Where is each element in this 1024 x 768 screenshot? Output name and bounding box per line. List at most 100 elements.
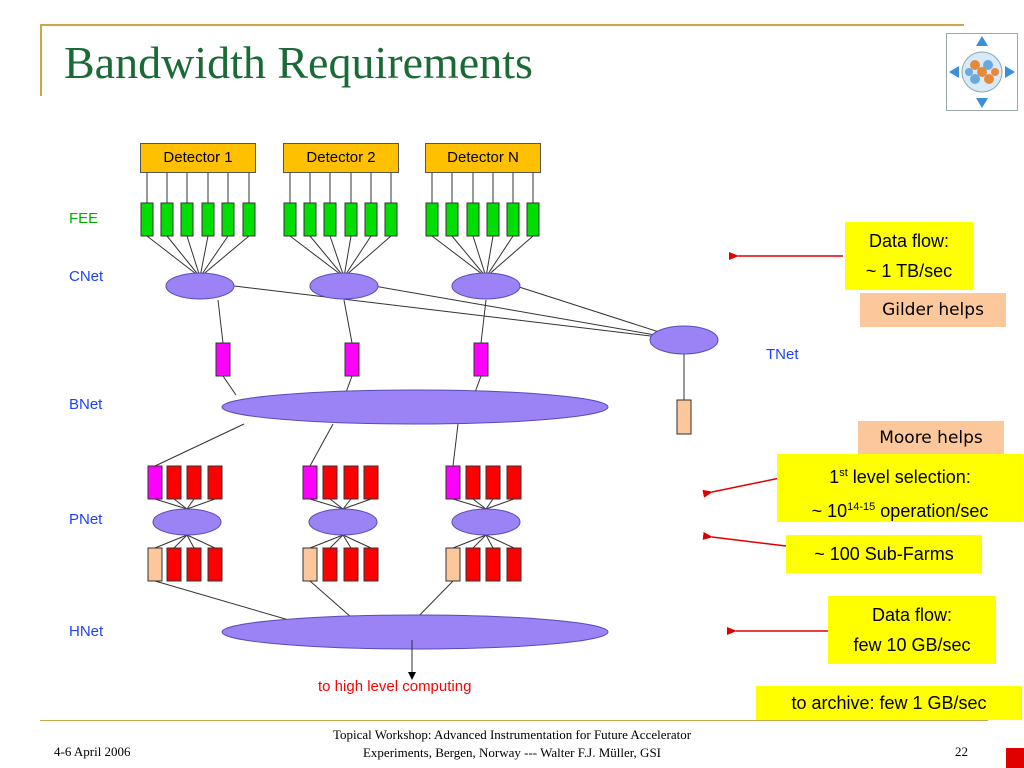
selection-callout: 1st level selection: ~ 1014-15 operation… [777, 454, 1023, 522]
pnet-node [308, 508, 378, 536]
moore-callout: Moore helps [858, 421, 1004, 455]
pnet-lower-line [186, 534, 195, 549]
pnet-hnet-line [154, 580, 307, 626]
data-flow-1-callout: Data flow: ~ 1 TB/sec [845, 222, 973, 290]
pnet-upper-line [154, 498, 188, 510]
fee-cnet-line [343, 235, 372, 278]
fee-cnet-line [343, 235, 392, 278]
left-rule [40, 24, 42, 96]
pnet-lower-line [186, 534, 216, 549]
detector-n-box: Detector N [425, 143, 541, 173]
pnet-upper-line [452, 498, 487, 510]
fee-module [384, 202, 398, 237]
output-arrow-head [408, 672, 416, 680]
fee-module [323, 202, 337, 237]
pnet-upper-module [207, 465, 223, 500]
pnet-upper-module [465, 465, 481, 500]
pnet-lower-line [472, 534, 487, 549]
fee-module [160, 202, 174, 237]
fee-cnet-line [309, 235, 345, 278]
footer-rule [40, 720, 988, 721]
pnet-lower-module [147, 547, 163, 582]
pnet-lower-line [173, 534, 188, 549]
fee-cnet-line [451, 235, 487, 278]
tnet-archive-box [676, 399, 692, 435]
data-flow-2-line1: Data flow: [871, 605, 953, 625]
cnet-label: CNet [69, 268, 104, 285]
fee-module [364, 202, 378, 237]
arrow-selection [702, 477, 781, 498]
logo-icon [946, 33, 1018, 111]
fee-module [506, 202, 520, 237]
fee-module [180, 202, 194, 237]
fee-module [283, 202, 297, 237]
fee-module [303, 202, 317, 237]
bnet-pnet-line [154, 423, 245, 467]
pnet-lower-module [343, 547, 359, 582]
pnet-upper-line [173, 498, 188, 510]
fee-module [344, 202, 358, 237]
pnet-lower-module [485, 547, 501, 582]
pnet-lower-module [445, 547, 461, 582]
pnet-upper-line [485, 498, 494, 510]
fee-module [201, 202, 215, 237]
top-rule [40, 24, 964, 26]
fee-module [140, 202, 154, 237]
data-flow-2-line2: few 10 GB/sec [853, 635, 971, 655]
pnet-upper-module [445, 465, 461, 500]
pnet-lower-line [452, 534, 487, 549]
pnet-upper-line [309, 498, 344, 510]
bnet-label: BNet [69, 396, 103, 413]
cnet-bnet-line [480, 299, 487, 344]
bnet-link-box [344, 342, 360, 377]
pnet-lower-module [506, 547, 522, 582]
arrow-subfarms [702, 531, 787, 547]
pnet-upper-line [186, 498, 216, 510]
pnet-lower-line [154, 534, 188, 549]
pnet-upper-line [485, 498, 515, 510]
slide-title: Bandwidth Requirements [64, 37, 533, 88]
fee-module [221, 202, 235, 237]
pnet-upper-line [342, 498, 372, 510]
page-number: 22 [955, 744, 968, 759]
data-flow-1-line1: Data flow: [868, 231, 950, 251]
bnet-pnet-line [309, 423, 334, 467]
pnet-node [451, 508, 521, 536]
cnet-node [309, 272, 379, 300]
fee-cnet-line [485, 235, 494, 278]
pnet-lower-module [465, 547, 481, 582]
pnet-upper-module [485, 465, 501, 500]
pnet-upper-line [329, 498, 344, 510]
subfarms-callout: ~ 100 Sub-Farms [786, 535, 982, 573]
pnet-lower-line [342, 534, 352, 549]
footer-line2: Experiments, Bergen, Norway --- Walter F… [362, 745, 662, 760]
pnet-upper-module [186, 465, 202, 500]
selection-line1: 1st level selection: [829, 467, 971, 487]
pnet-lower-line [329, 534, 344, 549]
gilder-callout: Gilder helps [860, 293, 1006, 327]
fee-cnet-line [166, 235, 201, 278]
fee-cnet-line [199, 235, 229, 278]
fee-cnet-line [343, 235, 352, 278]
pnet-upper-module [506, 465, 522, 500]
pnet-lower-line [485, 534, 494, 549]
bnet-link-line [222, 375, 237, 396]
archive-callout: to archive: few 1 GB/sec [756, 686, 1022, 720]
fee-cnet-line [485, 235, 534, 278]
pnet-lower-line [309, 534, 344, 549]
bnet-link-box [215, 342, 231, 377]
cnet-tnet-line [233, 285, 685, 341]
cnet-bnet-line [217, 299, 224, 344]
fee-label: FEE [69, 210, 99, 227]
footer-line1: Topical Workshop: Advanced Instrumentati… [332, 727, 692, 742]
pnet-lower-module [166, 547, 182, 582]
selection-line2: ~ 1014-15 operation/sec [811, 501, 989, 521]
fee-module [526, 202, 540, 237]
fee-cnet-line [472, 235, 487, 278]
fee-cnet-line [146, 235, 201, 278]
bnet-link-box [473, 342, 489, 377]
fee-cnet-line [329, 235, 345, 278]
fee-module [466, 202, 480, 237]
pnet-upper-module [322, 465, 338, 500]
